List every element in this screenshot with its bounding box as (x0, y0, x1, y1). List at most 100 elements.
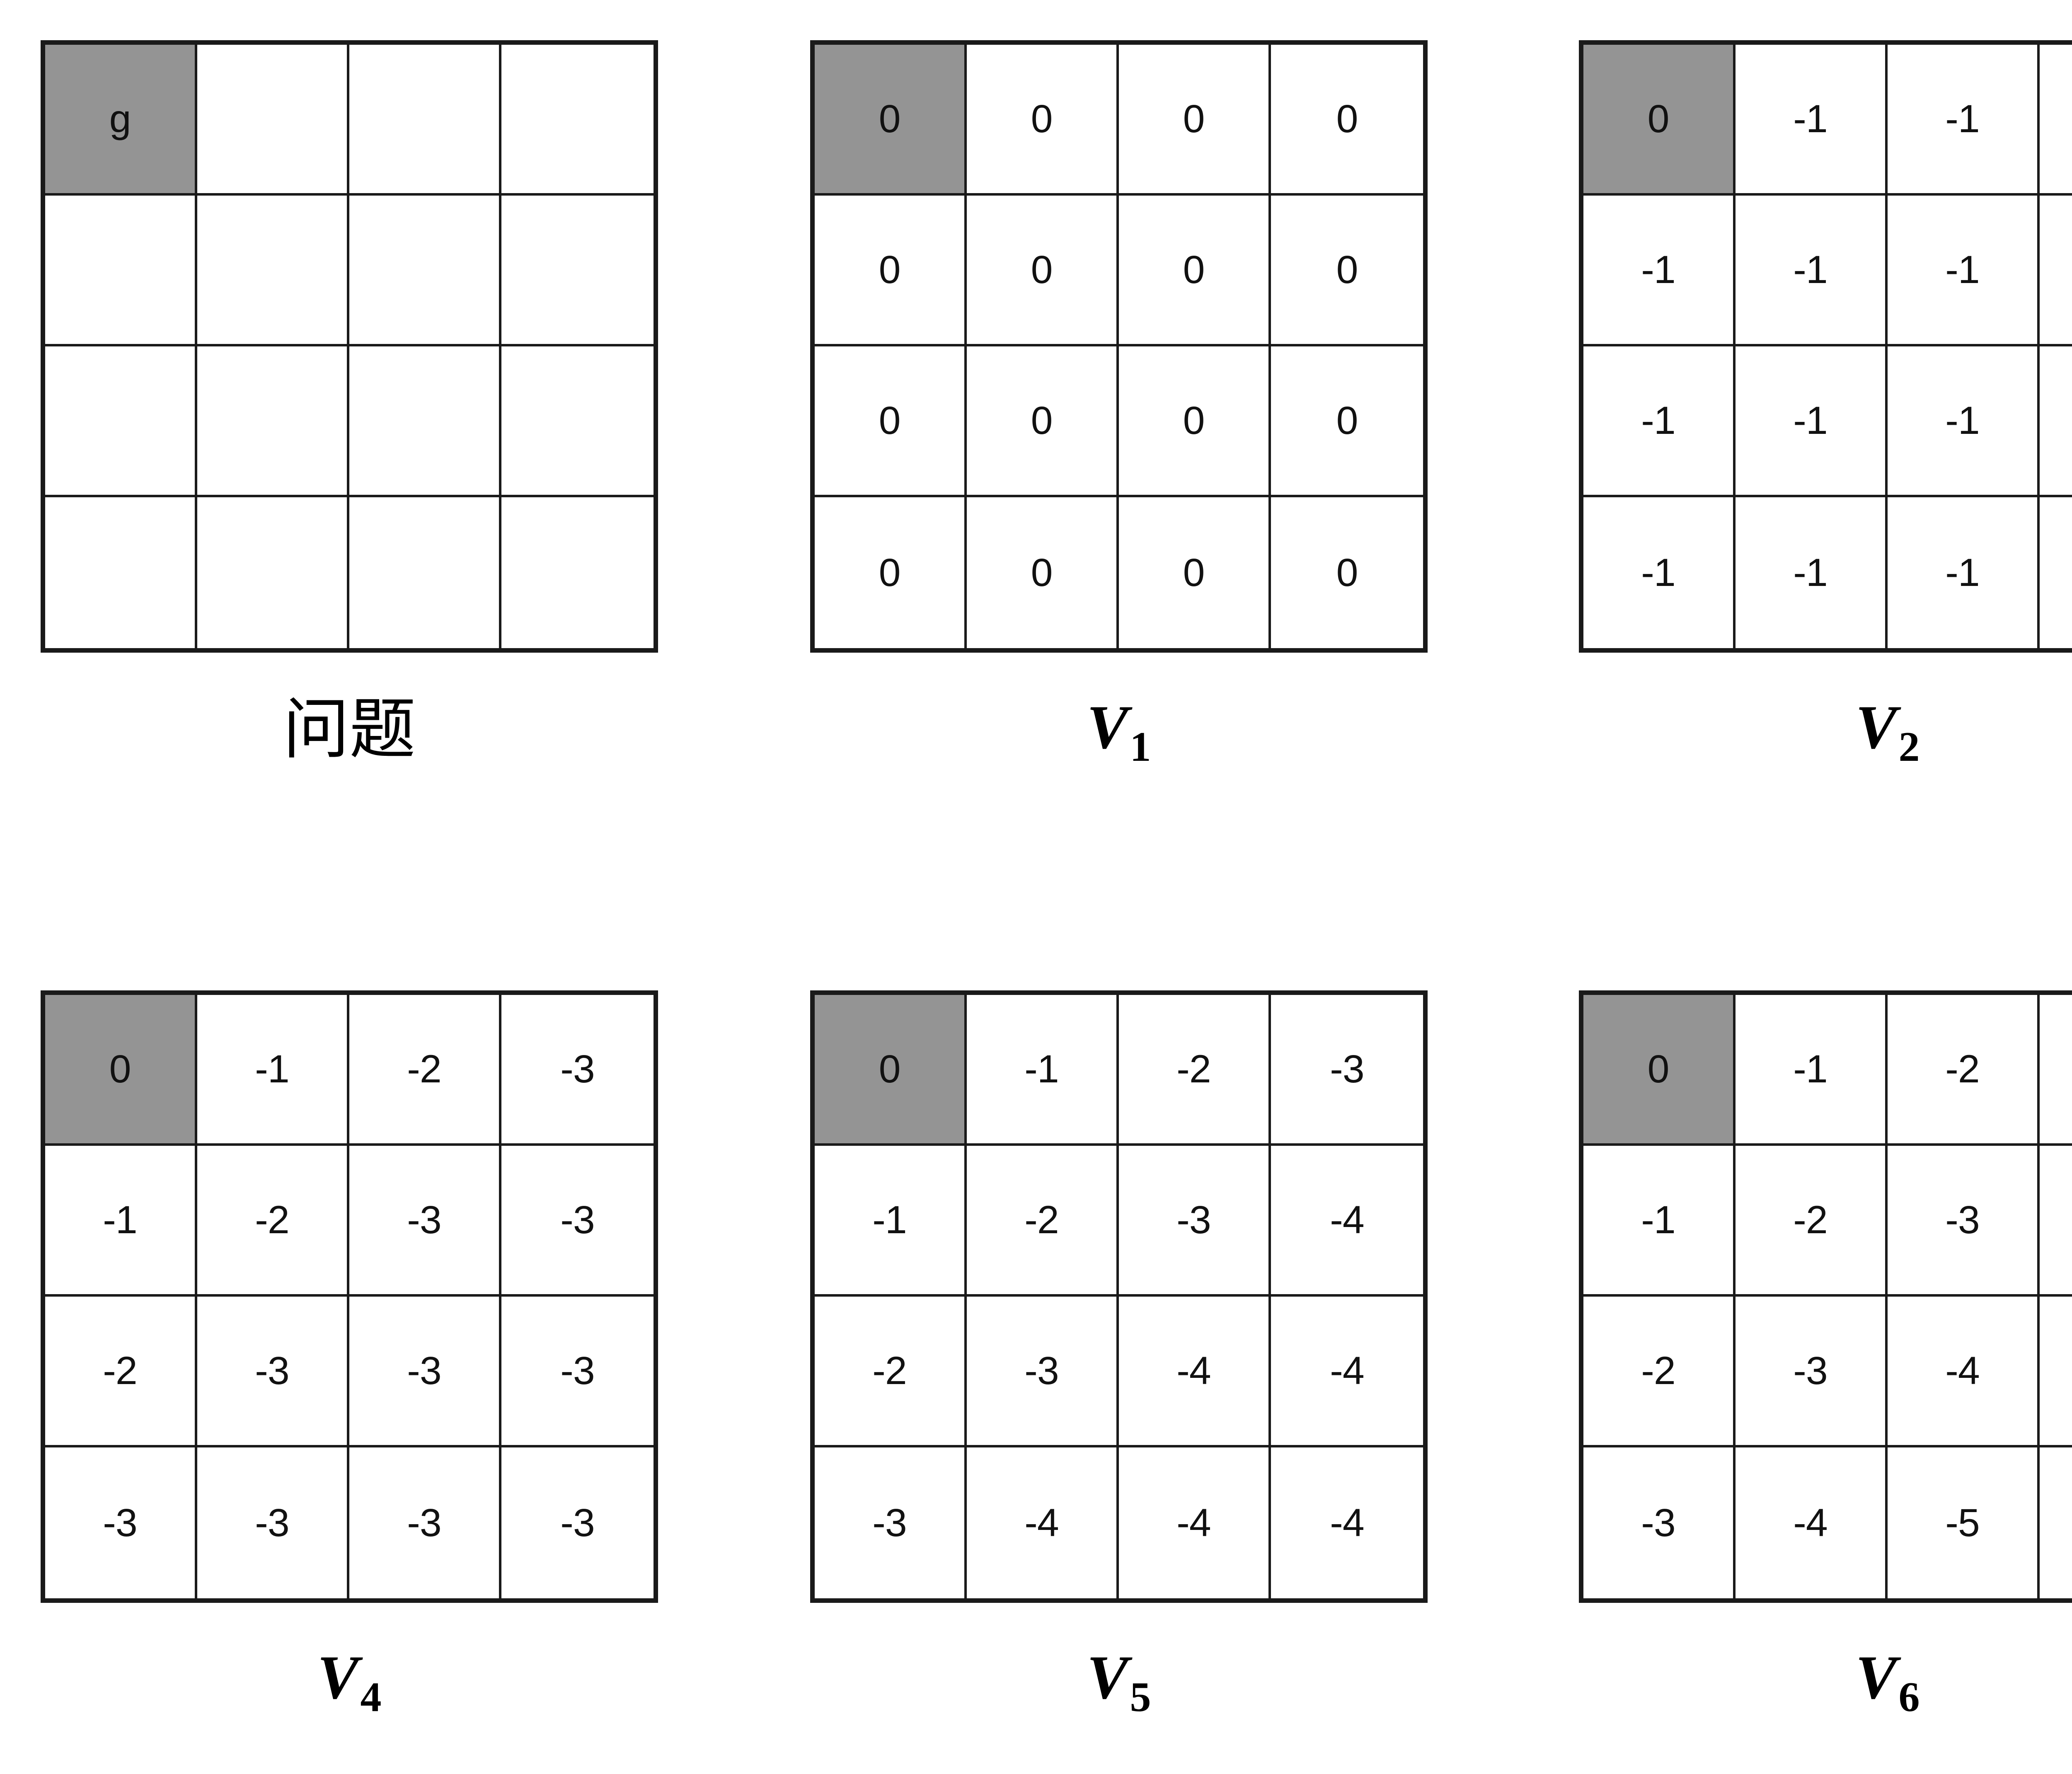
grid-cell: g (45, 45, 197, 196)
grid-cell: -3 (1119, 1146, 1271, 1297)
grid-panel-v6: 0-1-2-3-1-2-3-4-2-3-4-5-3-4-5-5V6 (1579, 990, 2072, 1718)
grid-cell: -3 (815, 1447, 967, 1598)
grid-cell: -4 (1736, 1447, 1888, 1598)
grid-cell: -4 (2040, 1146, 2072, 1297)
grid-cell: -4 (1271, 1297, 1423, 1447)
grid-cell: -3 (1736, 1297, 1888, 1447)
grid-cell: -1 (1583, 196, 1736, 346)
grid-cell: 0 (815, 45, 967, 196)
grid-cell: -2 (197, 1146, 349, 1297)
caption-subscript: 5 (1130, 1673, 1151, 1721)
grid-cell: -3 (501, 1297, 654, 1447)
grid-cell: -3 (1271, 995, 1423, 1146)
grid-cell: -3 (1888, 1146, 2040, 1297)
grid-cell: -1 (967, 995, 1119, 1146)
grid-cell: -1 (1736, 45, 1888, 196)
grid-cell: -1 (1736, 196, 1888, 346)
grid-cell: -1 (1583, 497, 1736, 648)
grid-cell (349, 196, 501, 346)
grid-cell: -2 (1583, 1297, 1736, 1447)
grid-cell: 0 (967, 196, 1119, 346)
panel-caption-v4: V4 (41, 1646, 658, 1718)
panel-caption-v5: V5 (810, 1646, 1428, 1718)
grid-cell: 0 (1271, 45, 1423, 196)
grid-cell (349, 346, 501, 497)
grid-cell: -1 (2040, 346, 2072, 497)
grid-cell: 0 (1119, 346, 1271, 497)
grid-cell: 0 (1119, 45, 1271, 196)
grid-cell (349, 45, 501, 196)
grid-cell: -3 (197, 1297, 349, 1447)
grid-cell: -1 (2040, 45, 2072, 196)
grid-cell: -2 (45, 1297, 197, 1447)
grid-cell (501, 196, 654, 346)
panel-caption-v6: V6 (1579, 1646, 2072, 1718)
grid-cell (45, 497, 197, 648)
grid-cell: -3 (349, 1297, 501, 1447)
grid-cell: 0 (1583, 45, 1736, 196)
grid-cell: -3 (197, 1447, 349, 1598)
value-grid-v5: 0-1-2-3-1-2-3-4-2-3-4-4-3-4-4-4 (810, 990, 1428, 1603)
grid-cell: -1 (2040, 497, 2072, 648)
panel-caption-v2: V2 (1579, 696, 2072, 768)
grid-cell: 0 (815, 995, 967, 1146)
caption-symbol: V (1855, 693, 1897, 762)
grid-cell (45, 196, 197, 346)
grid-cell: -3 (45, 1447, 197, 1598)
grid-cell: -4 (1271, 1146, 1423, 1297)
grid-cell: -1 (45, 1146, 197, 1297)
grid-cell: 0 (1271, 196, 1423, 346)
caption-subscript: 2 (1898, 723, 1920, 770)
panel-caption-v1: V1 (810, 696, 1428, 768)
grid-cell: -1 (1736, 995, 1888, 1146)
caption-symbol: V (1855, 1643, 1897, 1712)
grid-cell: -2 (815, 1297, 967, 1447)
grid-cell: -1 (815, 1146, 967, 1297)
grid-cell: -2 (1736, 1146, 1888, 1297)
grid-panel-v2: 0-1-1-1-1-1-1-1-1-1-1-1-1-1-1-1V2 (1579, 40, 2072, 768)
grid-cell (501, 497, 654, 648)
grid-cell: -5 (1888, 1447, 2040, 1598)
grid-cell: -1 (2040, 196, 2072, 346)
caption-subscript: 4 (360, 1673, 382, 1721)
caption-symbol: V (317, 1643, 359, 1712)
grid-cell (197, 196, 349, 346)
grid-cell: -3 (501, 1146, 654, 1297)
grid-cell: 0 (815, 346, 967, 497)
grid-cell: 0 (967, 346, 1119, 497)
grid-cell: -1 (1888, 497, 2040, 648)
grid-cell: 0 (1119, 497, 1271, 648)
grid-cell (197, 346, 349, 497)
grid-cell: 0 (1271, 346, 1423, 497)
grid-cell: -5 (2040, 1297, 2072, 1447)
grid-cell: 0 (967, 45, 1119, 196)
caption-subscript: 6 (1898, 1673, 1920, 1721)
grid-cell: 0 (1583, 995, 1736, 1146)
grid-cell: -1 (1736, 346, 1888, 497)
grid-cell: -3 (349, 1447, 501, 1598)
grid-cell: -2 (967, 1146, 1119, 1297)
grid-cell: -3 (501, 995, 654, 1146)
value-grid-v4: 0-1-2-3-1-2-3-3-2-3-3-3-3-3-3-3 (41, 990, 658, 1603)
grid-cell: -4 (1119, 1447, 1271, 1598)
grid-cell (45, 346, 197, 497)
grid-cell: 0 (815, 497, 967, 648)
grid-cell: -3 (560, 1501, 595, 1545)
value-grid-v2: 0-1-1-1-1-1-1-1-1-1-1-1-1-1-1-1 (1579, 40, 2072, 653)
grid-cell: -2 (1119, 995, 1271, 1146)
panel-caption-problem: 问题 (283, 690, 416, 768)
grid-cell: -3 (1583, 1447, 1736, 1598)
grid-cell: -4 (1119, 1297, 1271, 1447)
grid-cell: -1 (1583, 346, 1736, 497)
grid-cell (349, 497, 501, 648)
value-grid-v6: 0-1-2-3-1-2-3-4-2-3-4-5-3-4-5-5 (1579, 990, 2072, 1603)
grid-cell: -1 (1888, 45, 2040, 196)
caption-symbol: V (1087, 1643, 1128, 1712)
grid-cell: -3 (2040, 995, 2072, 1146)
grid-cell: -4 (1330, 1501, 1364, 1545)
